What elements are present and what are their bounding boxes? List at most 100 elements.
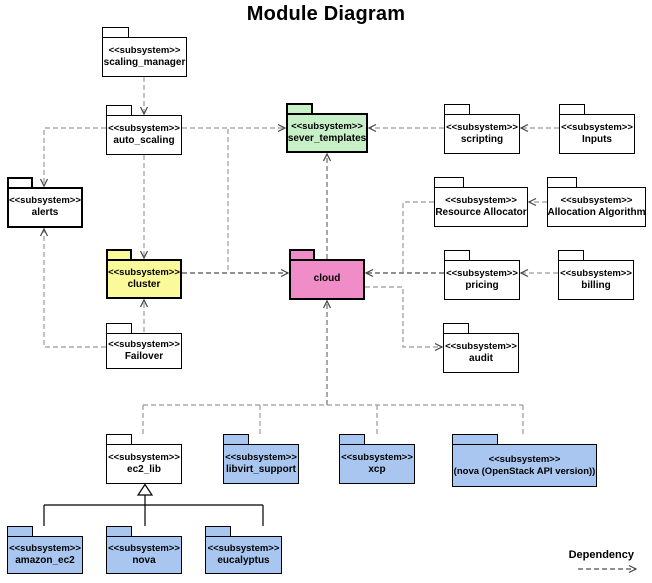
package-name: xcp xyxy=(368,463,386,475)
package-amazon_ec2[interactable]: <<subsystem>>amazon_ec2 xyxy=(7,526,83,574)
package-name: audit xyxy=(469,352,493,364)
package-alerts[interactable]: <<subsystem>>alerts xyxy=(7,177,83,228)
package-name: ec2_lib xyxy=(127,463,161,475)
package-Inputs[interactable]: <<subsystem>>Inputs xyxy=(559,104,635,154)
package-audit[interactable]: <<subsystem>>audit xyxy=(443,323,519,373)
package-scaling_manager[interactable]: <<subsystem>>scaling_manager xyxy=(102,27,187,77)
package-stereotype: <<subsystem>> xyxy=(9,542,81,554)
package-stereotype: <<subsystem>> xyxy=(108,542,180,554)
package-stereotype: <<subsystem>> xyxy=(446,267,518,279)
package-stereotype: <<subsystem>> xyxy=(560,194,633,206)
package-tab xyxy=(7,526,33,536)
package-name: Allocation Algorithm xyxy=(547,206,646,218)
package-ec2_lib[interactable]: <<subsystem>>ec2_lib xyxy=(106,434,182,484)
package-name: billing xyxy=(581,279,611,291)
package-stereotype: <<subsystem>> xyxy=(108,44,181,56)
package-name: nova xyxy=(132,554,156,566)
package-name: Resource Allocator xyxy=(435,206,527,218)
package-tab xyxy=(558,250,584,260)
generalization-triangle-icon xyxy=(136,483,154,496)
package-body: <<subsystem>>libvirt_support xyxy=(223,444,299,484)
package-name: Inputs xyxy=(582,133,612,145)
package-tab xyxy=(106,526,132,536)
package-body: <<subsystem>>cluster xyxy=(106,259,182,299)
edge-cloud-to-audit xyxy=(365,286,444,352)
package-scripting[interactable]: <<subsystem>>scripting xyxy=(444,104,520,154)
package-stereotype: <<subsystem>> xyxy=(291,120,363,132)
package-body: <<subsystem>>xcp xyxy=(339,444,415,484)
package-body: <<subsystem>>(nova (OpenStack API versio… xyxy=(452,444,597,487)
package-nova[interactable]: <<subsystem>>nova xyxy=(106,526,182,574)
package-body: <<subsystem>>eucalyptus xyxy=(205,536,282,574)
package-stereotype: <<subsystem>> xyxy=(108,122,180,134)
package-cloud[interactable]: cloud xyxy=(289,249,365,300)
package-body: <<subsystem>>alerts xyxy=(7,187,83,228)
package-auto_scaling[interactable]: <<subsystem>>auto_scaling xyxy=(106,105,182,155)
package-tab xyxy=(339,434,365,444)
package-tab xyxy=(547,177,577,187)
package-body: <<subsystem>>Failover xyxy=(106,333,182,369)
package-tab xyxy=(452,434,498,444)
edge-failover-to-alerts xyxy=(39,227,106,348)
package-tab xyxy=(559,104,585,114)
package-body: <<subsystem>>auto_scaling xyxy=(106,115,182,155)
package-Allocation_Algorithm[interactable]: <<subsystem>>Allocation Algorithm xyxy=(547,177,646,227)
package-stereotype: <<subsystem>> xyxy=(446,121,518,133)
package-tab xyxy=(444,250,470,260)
package-pricing[interactable]: <<subsystem>>pricing xyxy=(444,250,520,300)
package-Resource_Allocator[interactable]: <<subsystem>>Resource Allocator xyxy=(434,177,528,227)
edge-auto_scaling-to-alerts xyxy=(39,127,106,188)
package-tab xyxy=(102,27,129,37)
package-tab xyxy=(223,434,249,444)
package-body: <<subsystem>>audit xyxy=(443,333,519,373)
package-billing[interactable]: <<subsystem>>billing xyxy=(558,250,634,300)
package-body: <<subsystem>>amazon_ec2 xyxy=(7,536,83,574)
package-stereotype: <<subsystem>> xyxy=(108,338,180,350)
package-name: libvirt_support xyxy=(225,463,296,475)
legend: Dependency xyxy=(548,549,640,561)
package-stereotype: <<subsystem>> xyxy=(108,451,180,463)
package-tab xyxy=(106,105,132,115)
package-body: <<subsystem>>Inputs xyxy=(559,114,635,154)
package-tab xyxy=(444,104,470,114)
package-name: alerts xyxy=(31,207,59,219)
package-name: cloud xyxy=(313,273,341,285)
package-body: <<subsystem>>Allocation Algorithm xyxy=(547,187,646,227)
package-libvirt_support[interactable]: <<subsystem>>libvirt_support xyxy=(223,434,299,484)
package-name: auto_scaling xyxy=(113,134,175,146)
package-body: <<subsystem>>Resource Allocator xyxy=(434,187,528,227)
legend-dependency-label: Dependency xyxy=(568,549,634,561)
package-stereotype: <<subsystem>> xyxy=(207,542,280,554)
package-body: <<subsystem>>sever_templates xyxy=(286,113,368,153)
package-stereotype: <<subsystem>> xyxy=(560,267,632,279)
package-tab xyxy=(106,249,132,259)
package-body: <<subsystem>>scaling_manager xyxy=(102,37,187,77)
package-tab xyxy=(7,177,33,187)
diagram-title: Module Diagram xyxy=(246,3,406,25)
package-name: amazon_ec2 xyxy=(15,554,75,566)
package-stereotype: <<subsystem>> xyxy=(225,451,297,463)
package-body: <<subsystem>>scripting xyxy=(444,114,520,154)
package-cluster[interactable]: <<subsystem>>cluster xyxy=(106,249,182,299)
package-name: pricing xyxy=(465,279,499,291)
package-stereotype: <<subsystem>> xyxy=(561,121,633,133)
package-stereotype: <<subsystem>> xyxy=(445,340,517,352)
package-name: cluster xyxy=(127,278,161,290)
package-sever_templates[interactable]: <<subsystem>>sever_templates xyxy=(286,103,368,153)
package-stereotype: <<subsystem>> xyxy=(108,266,180,278)
package-tab xyxy=(289,249,315,259)
package-nova_openstack[interactable]: <<subsystem>>(nova (OpenStack API versio… xyxy=(452,434,597,487)
package-body: <<subsystem>>nova xyxy=(106,536,182,574)
package-stereotype: <<subsystem>> xyxy=(9,195,81,207)
package-stereotype: <<subsystem>> xyxy=(445,194,517,206)
edge-resource_allocator-to-cloud-join xyxy=(402,201,434,272)
package-Failover[interactable]: <<subsystem>>Failover xyxy=(106,323,182,369)
package-name: sever_templates xyxy=(287,132,367,144)
package-name: eucalyptus xyxy=(217,554,270,566)
package-tab xyxy=(286,103,313,113)
package-eucalyptus[interactable]: <<subsystem>>eucalyptus xyxy=(205,526,282,574)
package-xcp[interactable]: <<subsystem>>xcp xyxy=(339,434,415,484)
package-tab xyxy=(205,526,231,536)
